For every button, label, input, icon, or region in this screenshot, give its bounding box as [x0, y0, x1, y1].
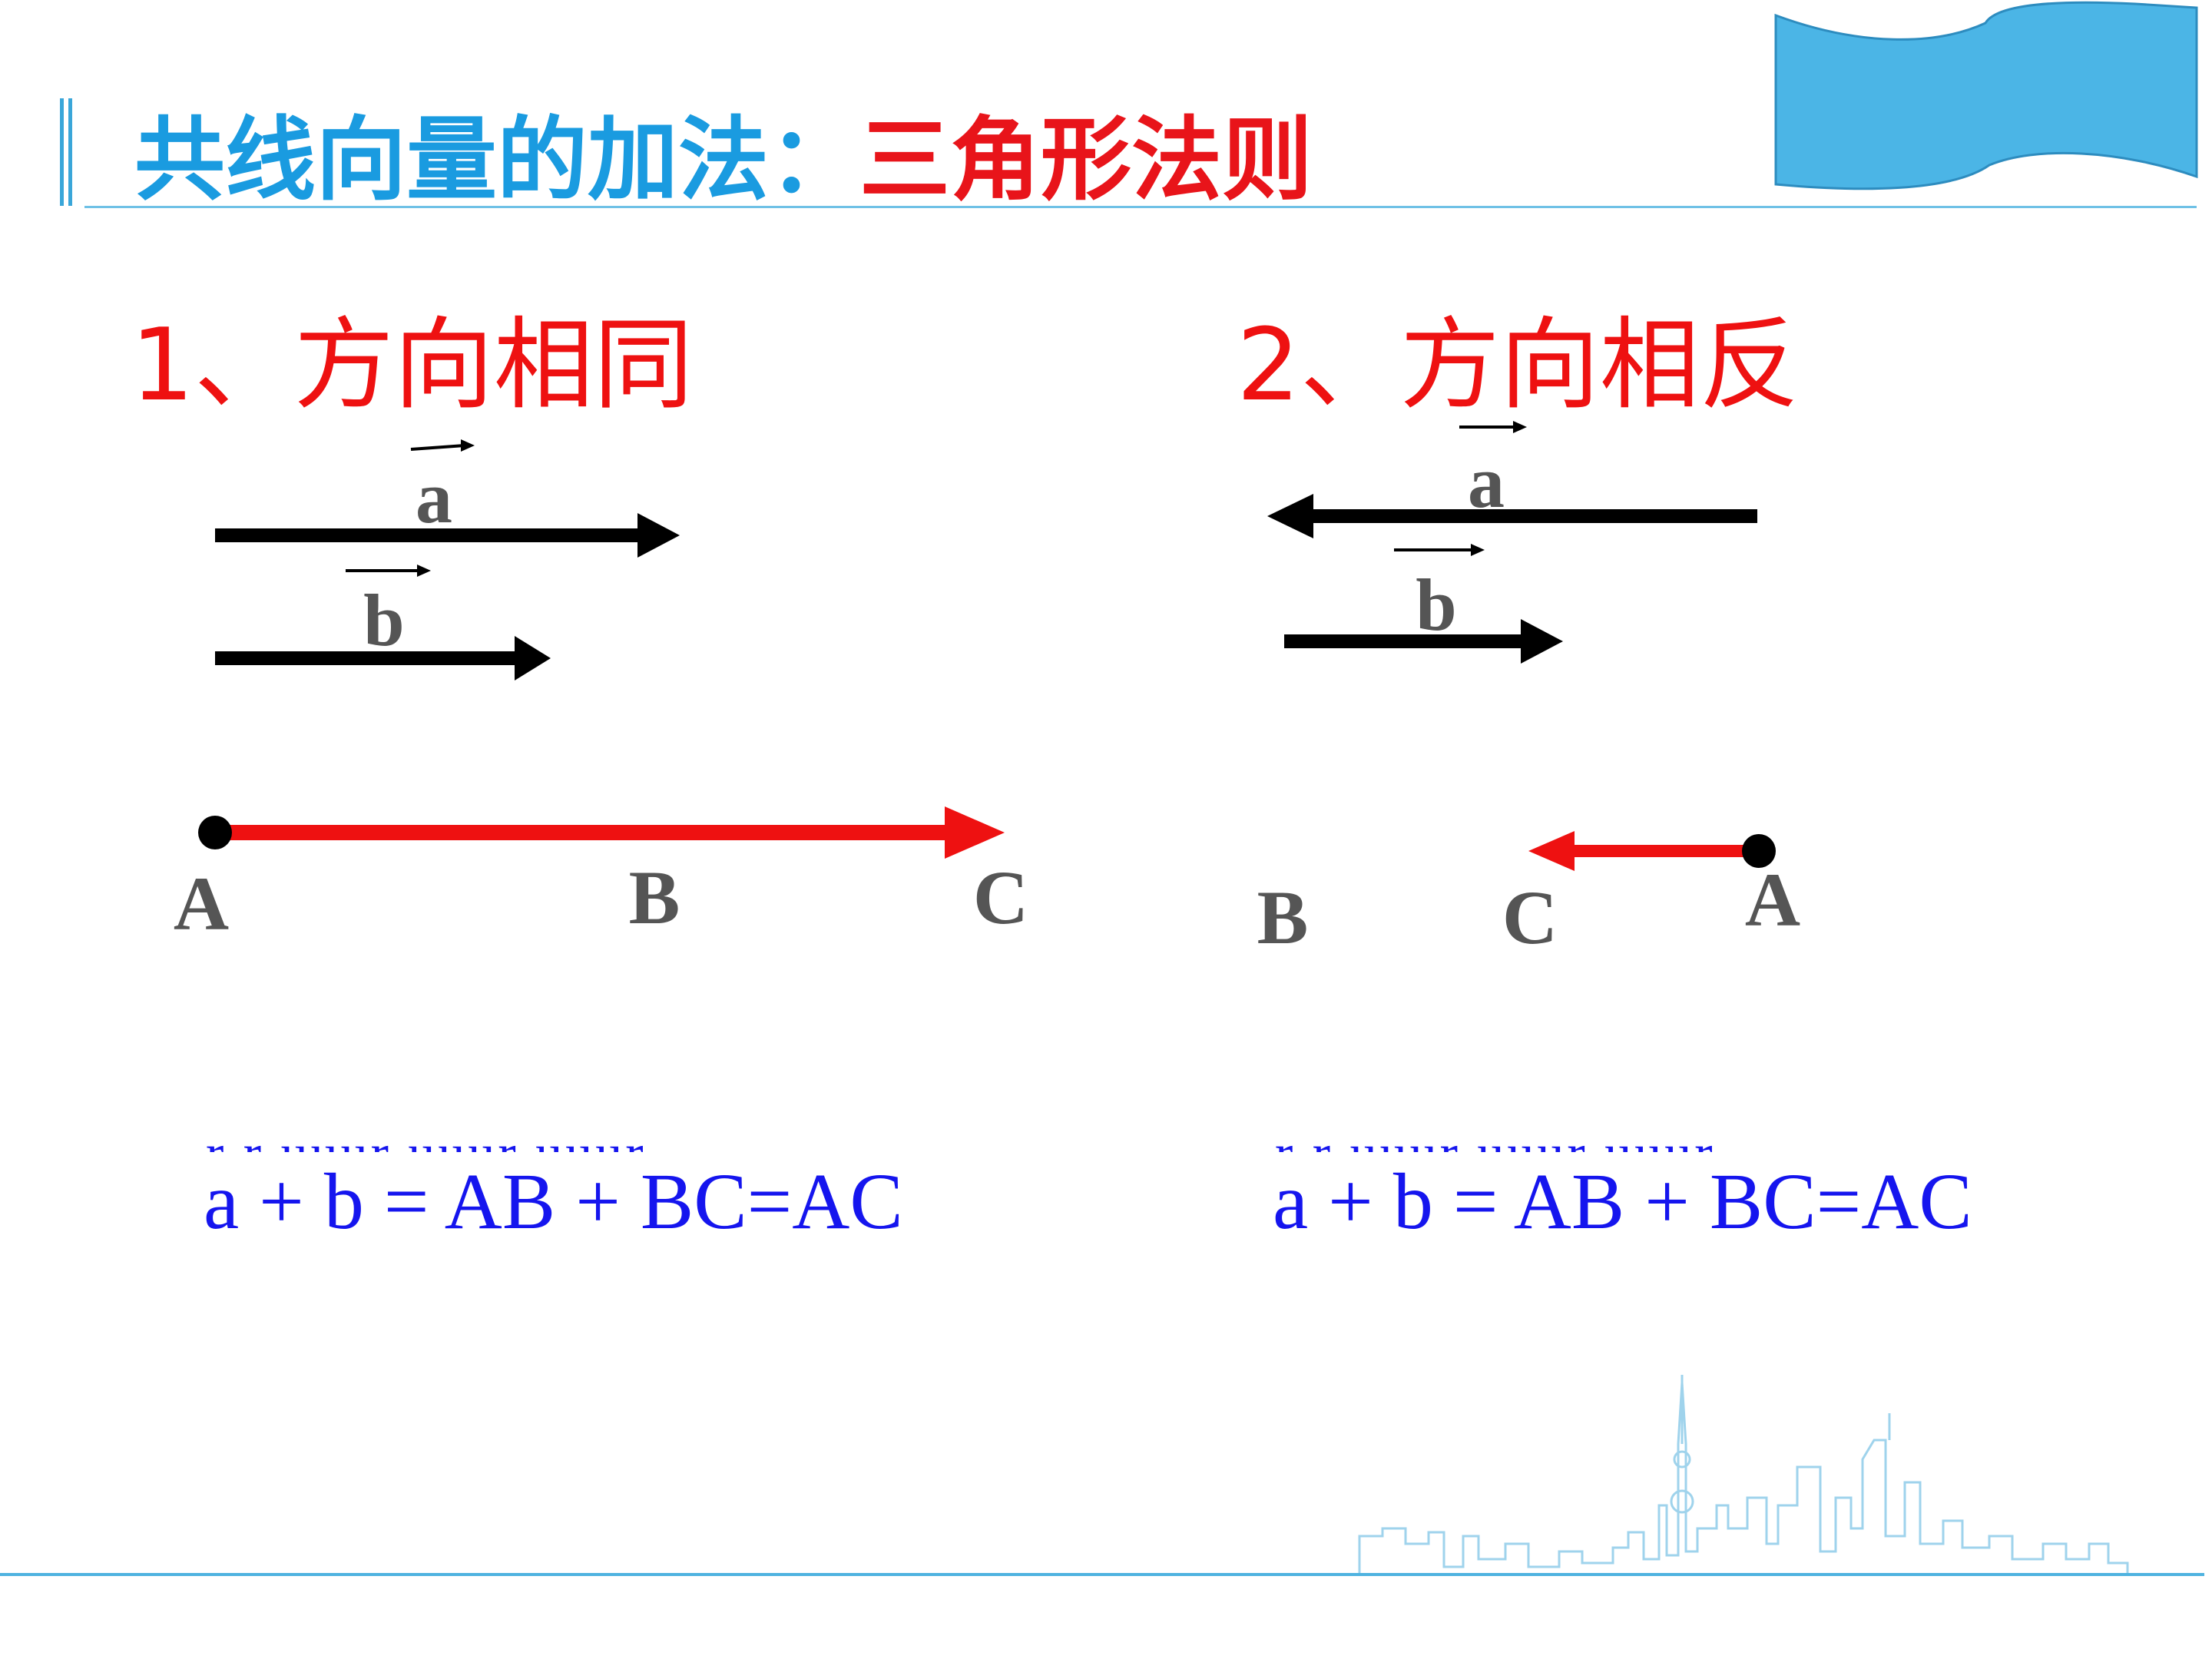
left-vector-b-overarrow [346, 565, 431, 577]
left-heading: 1、方向相同 [131, 306, 694, 423]
left-formula-overbars: r r uuur uuur uuur [206, 1128, 647, 1152]
right-vector-a-overarrow [1459, 421, 1527, 433]
left-label-a: a [416, 456, 452, 538]
left-label-b: b [363, 579, 404, 661]
title-part-red: 三角形法则 [859, 106, 1313, 213]
right-label-b: b [1416, 564, 1456, 646]
right-formula: a + b = AB + BC=AC [1273, 1157, 1972, 1246]
right-label-a: a [1468, 441, 1505, 523]
left-point-c: C [973, 855, 1028, 940]
right-vector-b-overarrow [1394, 544, 1485, 556]
right-point-b: B [1257, 875, 1309, 960]
banner-decoration [1774, 1, 2198, 190]
left-point-b: B [629, 855, 680, 940]
left-vector-b-arrow [215, 636, 551, 680]
left-vector-a-overarrow [410, 439, 475, 452]
right-vector-a-arrow [1267, 494, 1757, 538]
left-point-a: A [174, 861, 229, 946]
right-result-arrow [1528, 831, 1776, 871]
title-accent-bar [60, 98, 72, 206]
left-formula: a + b = AB + BC=AC [204, 1157, 903, 1246]
right-vector-b-arrow [1284, 619, 1563, 664]
left-result-arrow [198, 806, 1005, 859]
title-part-blue: 共线向量的加法： [134, 107, 860, 213]
right-point-a: A [1745, 857, 1800, 942]
right-point-c: C [1502, 875, 1558, 960]
footer-line [0, 1573, 2204, 1576]
skyline-decoration [1358, 1375, 2129, 1573]
page-title: 共线向量的加法：三角形法则 [134, 98, 1313, 221]
left-vector-a-arrow [215, 513, 680, 558]
right-formula-overbars: r r uuur uuur uuur [1275, 1128, 1716, 1152]
right-heading: 2、方向相反 [1237, 306, 1800, 423]
title-underline [84, 206, 2197, 208]
